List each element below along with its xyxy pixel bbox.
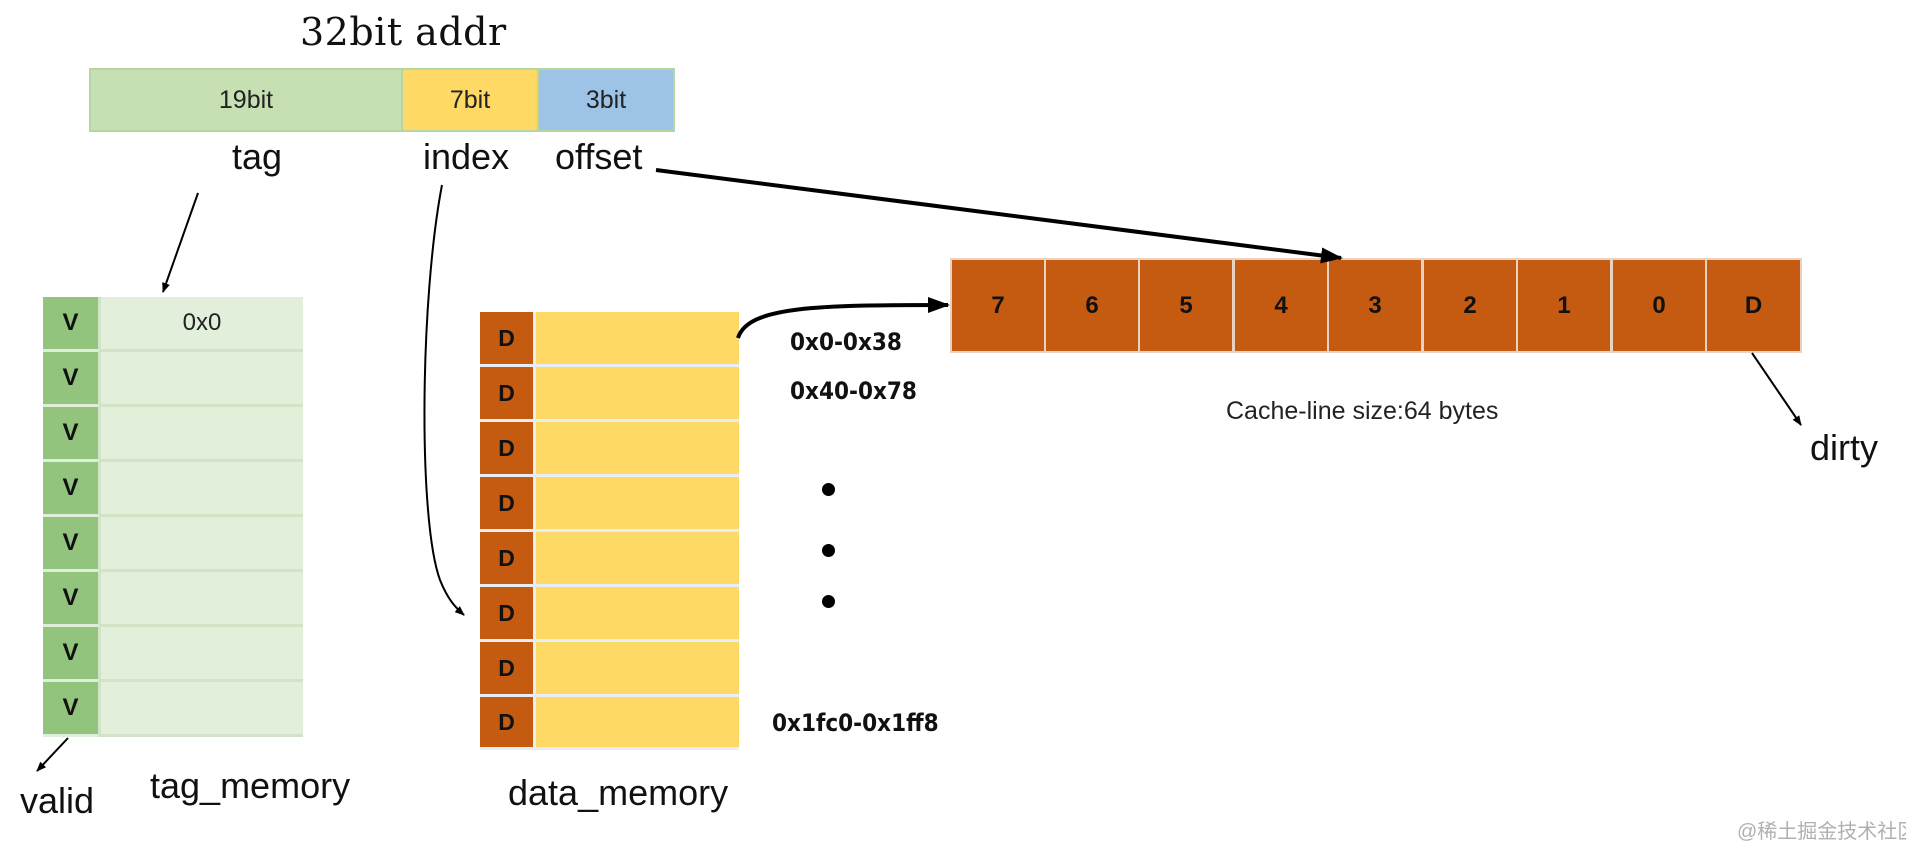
valid-bit-cell: V [43,407,98,462]
cache-line-byte: 7 [950,258,1046,353]
tag-arrow [162,192,199,293]
tag-label: tag [232,136,283,177]
data-cell [533,642,739,697]
valid-bit-cell: V [43,462,98,517]
data-cell [533,312,739,367]
ellipsis-dot [822,595,835,608]
dirty-bit-cell: D [480,367,533,422]
tag-cell [98,682,303,737]
tag-field: 19bit [89,68,403,132]
data-cell [533,532,739,587]
watermark: @稀土掘金技术社区 [1737,821,1906,843]
index-label: index [423,136,510,177]
tag-cell [98,517,303,572]
tag-cell [98,627,303,682]
range-last-line: 0x1fc0-0x1ff8 [772,709,939,737]
offset-arrow [655,168,1343,264]
index-arrow [423,184,465,616]
offset-field-bits: 3bit [585,85,627,114]
tag-field-bits: 19bit [218,85,274,114]
cache-line-byte: 2 [1422,258,1518,353]
dirty-label: dirty [1810,427,1879,468]
dirty-bit-cell: D [480,697,533,750]
dirty-bit-cell: D [480,312,533,367]
offset-label: offset [555,136,643,177]
valid-bit-cell: V [43,297,98,352]
data-memory-label: data_memory [508,772,729,813]
ellipsis-dot [822,483,835,496]
data-cell [533,367,739,422]
tag-memory-label: tag_memory [150,765,351,806]
range-first-line: 0x0-0x38 [790,328,902,356]
dirty-bit-cell: D [480,477,533,532]
cache-line-byte: 4 [1233,258,1329,353]
valid-bit-cell: V [43,572,98,627]
dirty-arrow [1751,352,1802,426]
cache-line-dirty-bit: D [1705,258,1802,353]
data-line-arrow [736,297,950,339]
cache-line-byte: 1 [1516,258,1612,353]
dirty-bit-cell: D [480,587,533,642]
dirty-bit-cell: D [480,532,533,587]
tag-memory: V 0x0 V V V V V V V [43,297,303,737]
tag-cell [98,572,303,627]
data-cell [533,477,739,532]
cache-line-byte: 0 [1611,258,1707,353]
dirty-bit-cell: D [480,642,533,697]
cache-line-size-note: Cache-line size:64 bytes [1226,397,1499,425]
valid-bit-cell: V [43,627,98,682]
cache-line: 7 6 5 4 3 2 1 0 D [950,258,1802,353]
ellipsis-dot [822,544,835,557]
address-title: 32bit addr [300,10,507,54]
dirty-bit-cell: D [480,422,533,477]
tag-cell [98,352,303,407]
data-cell [533,697,739,750]
tag-cell [98,462,303,517]
index-field-bits: 7bit [449,85,491,114]
valid-bit-cell: V [43,682,98,737]
offset-field: 3bit [537,68,675,132]
data-cell [533,422,739,477]
valid-bit-cell: V [43,517,98,572]
tag-cell: 0x0 [98,297,303,352]
valid-bit-cell: V [43,352,98,407]
cache-line-byte: 6 [1044,258,1140,353]
data-memory: D D D D D D D D [480,312,739,750]
tag-cell [98,407,303,462]
valid-label: valid [20,780,95,821]
valid-arrow [36,737,69,772]
range-second-line: 0x40-0x78 [790,377,917,405]
data-cell [533,587,739,642]
cache-line-byte: 3 [1327,258,1423,353]
